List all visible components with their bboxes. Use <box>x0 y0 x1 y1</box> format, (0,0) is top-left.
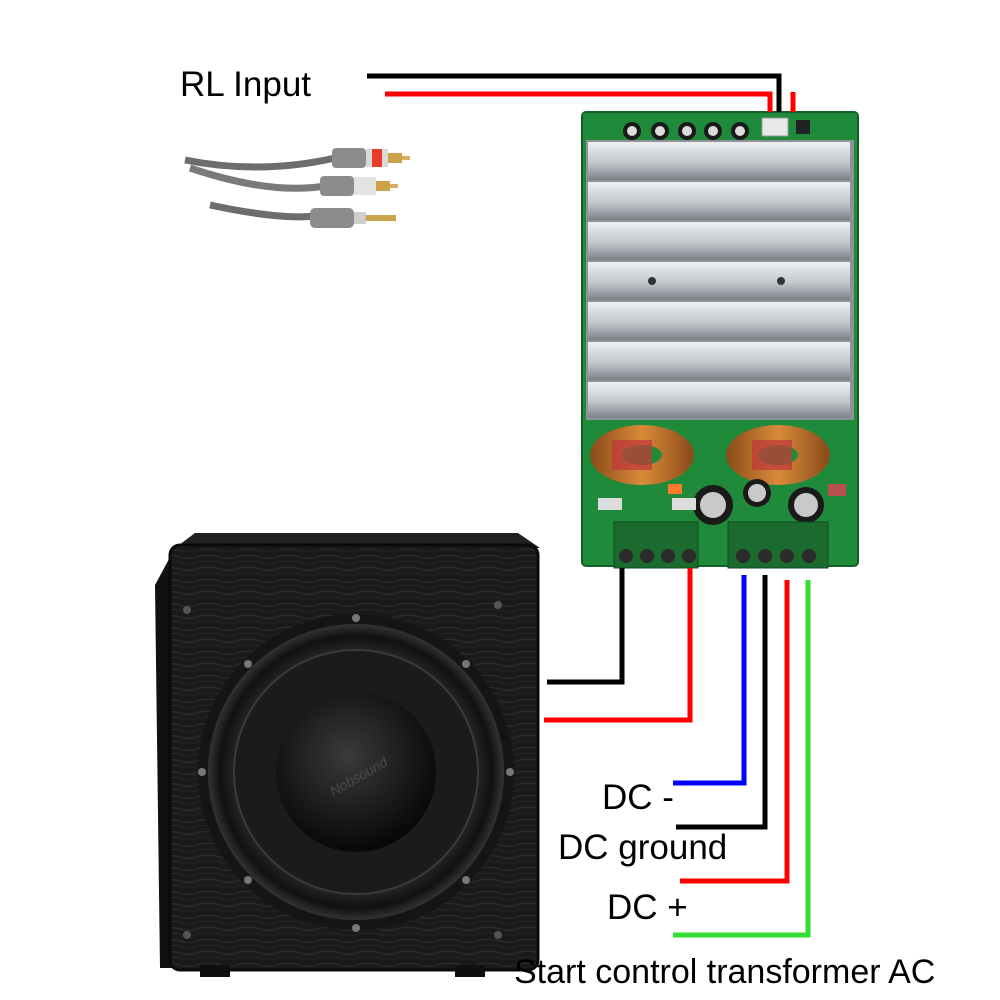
wire-start-control <box>673 580 811 938</box>
wires <box>367 73 811 938</box>
wire-dc-plus <box>680 580 790 884</box>
wire-rl-input-black <box>367 73 782 112</box>
amplifier-board-image <box>581 111 859 569</box>
rca-cable-image <box>184 148 410 228</box>
dc-minus-label: DC - <box>602 778 674 817</box>
wire-rl-input-red <box>385 91 773 112</box>
wire-dc-ground <box>676 575 768 830</box>
start-control-label: Start control transformer AC <box>514 955 936 989</box>
wire-speaker-black <box>547 568 625 685</box>
dc-ground-label: DC ground <box>558 828 728 867</box>
wire-speaker-red <box>544 568 693 723</box>
wire-dc-minus <box>673 575 747 786</box>
rl-input-label: RL Input <box>180 65 312 104</box>
dc-plus-label: DC + <box>607 888 688 927</box>
subwoofer-image: Nobsound <box>155 533 540 977</box>
